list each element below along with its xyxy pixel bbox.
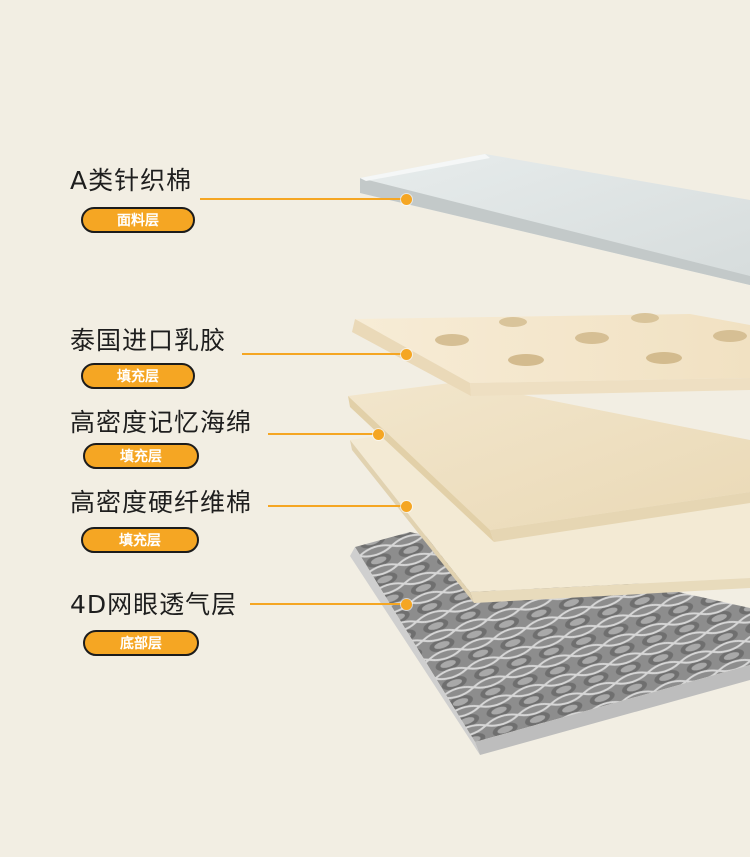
marker-dot (401, 349, 412, 360)
leader-line (200, 198, 406, 200)
leader-line (268, 505, 406, 507)
leader-line (242, 353, 406, 355)
layer-name: 高密度硬纤维棉 (70, 488, 253, 517)
layer-name: 高密度记忆海绵 (70, 408, 253, 437)
layer-tag-pill: 填充层 (81, 363, 195, 389)
marker-dot (401, 599, 412, 610)
layer-tag-pill: 填充层 (81, 527, 199, 553)
layer-name: 4D网眼透气层 (70, 590, 238, 619)
mesh-layer-shape (350, 532, 750, 755)
latex-layer-shape (352, 313, 750, 396)
knit-cotton-layer-shape (360, 154, 750, 285)
layer-tag-pill: 面料层 (81, 207, 195, 233)
marker-dot (373, 429, 384, 440)
marker-dot (401, 501, 412, 512)
layer-tag-pill: 填充层 (83, 443, 199, 469)
layer-name: A类针织棉 (70, 166, 193, 195)
marker-dot (401, 194, 412, 205)
leader-line (250, 603, 406, 605)
layer-tag-pill: 底部层 (83, 630, 199, 656)
leader-line (268, 433, 378, 435)
layer-name: 泰国进口乳胶 (70, 326, 227, 355)
memory-foam-layer-shape (348, 382, 750, 542)
